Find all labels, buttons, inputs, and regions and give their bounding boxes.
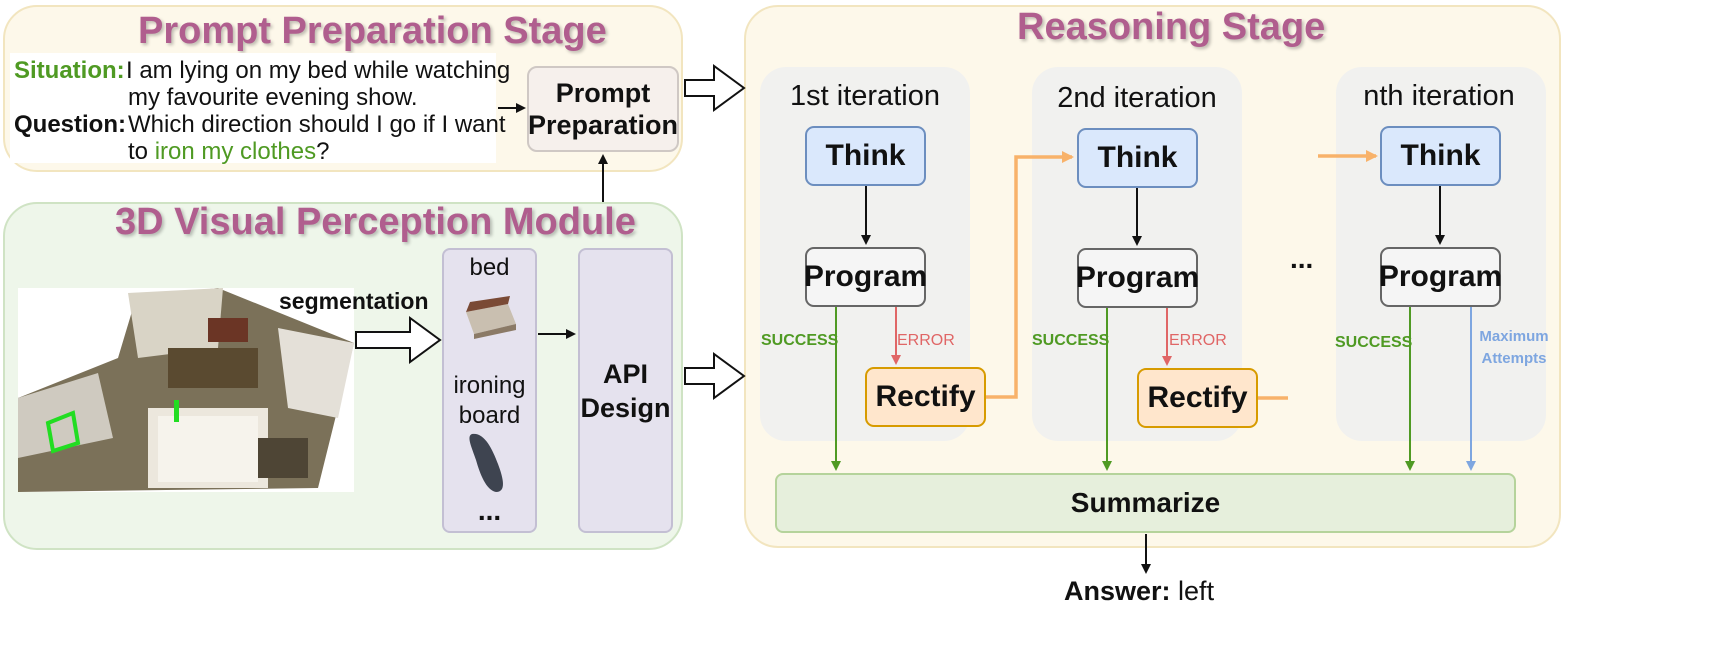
perception-title: 3D Visual Perception Module (115, 201, 636, 243)
question-line-2-prefix: to (128, 138, 155, 165)
prompt-box-line-1: Prompt (555, 78, 651, 108)
program-box-1: Program (804, 247, 927, 307)
bed-thumbnail-image (466, 296, 516, 339)
success-label-2: SUCCESS (1032, 332, 1110, 349)
prompt-box-line-2: Preparation (527, 110, 679, 140)
summarize-box: Summarize (775, 473, 1516, 533)
success-label-1: SUCCESS (761, 332, 839, 349)
max-attempts-line-1: Maximum (1479, 328, 1549, 345)
iteration-n-title: nth iteration (1363, 80, 1515, 112)
reasoning-stage-title: Reasoning Stage (1017, 6, 1326, 48)
error-label-1: ERROR (897, 332, 955, 349)
max-attempts-line-2: Attempts (1481, 350, 1547, 367)
ironing-line-2: board (458, 402, 521, 429)
question-line-2-suffix: ? (316, 138, 330, 165)
success-label-n: SUCCESS (1335, 334, 1413, 351)
question-label: Question: (14, 111, 126, 138)
api-line-2: Design (580, 392, 671, 423)
program-box-2: Program (1076, 248, 1199, 308)
api-line-1: API (602, 358, 648, 389)
error-label-2: ERROR (1169, 332, 1227, 349)
iterations-ellipsis: ... (1290, 243, 1314, 274)
think-box-1: Think (805, 126, 926, 186)
max-attempts-label: Maximum Attempts (1474, 326, 1554, 370)
segmentation-block-arrow (355, 316, 442, 364)
prompt-preparation-box: Prompt Preparation (527, 66, 679, 152)
question-highlight: iron my clothes (154, 138, 317, 165)
think-box-2: Think (1077, 128, 1198, 188)
iteration-1-title: 1st iteration (790, 80, 940, 112)
answer-line: Answer: left (1064, 576, 1214, 607)
situation-line-2: my favourite evening show. (128, 84, 418, 111)
segmentation-label: segmentation (279, 288, 429, 314)
object-label-ironing-board: ironing board (442, 371, 537, 431)
scene-point-cloud-image (18, 288, 354, 492)
answer-value: left (1178, 576, 1215, 606)
objects-ellipsis: ... (477, 495, 502, 526)
answer-label: Answer: (1064, 576, 1171, 606)
rectify-box-1: Rectify (865, 367, 986, 427)
object-label-bed: bed (469, 254, 510, 281)
question-card (10, 53, 496, 163)
think-box-n: Think (1380, 126, 1501, 186)
question-line-1: Which direction should I go if I want (128, 111, 506, 138)
api-to-reasoning-block-arrow (684, 352, 746, 400)
api-design-box: API Design (578, 248, 673, 533)
iteration-2-title: 2nd iteration (1057, 82, 1217, 114)
prompt-to-reasoning-block-arrow (684, 64, 746, 112)
question-line-2: to iron my clothes? (128, 137, 329, 167)
prompt-stage-title: Prompt Preparation Stage (138, 10, 607, 52)
ironing-line-1: ironing (453, 372, 526, 399)
program-box-n: Program (1379, 247, 1502, 307)
rectify-to-think-2 (986, 151, 1074, 399)
situation-label: Situation: (14, 57, 125, 84)
situation-line-1: I am lying on my bed while watching (126, 57, 511, 84)
ironing-board-thumbnail-image (469, 433, 503, 492)
rectify-box-2: Rectify (1137, 368, 1258, 428)
